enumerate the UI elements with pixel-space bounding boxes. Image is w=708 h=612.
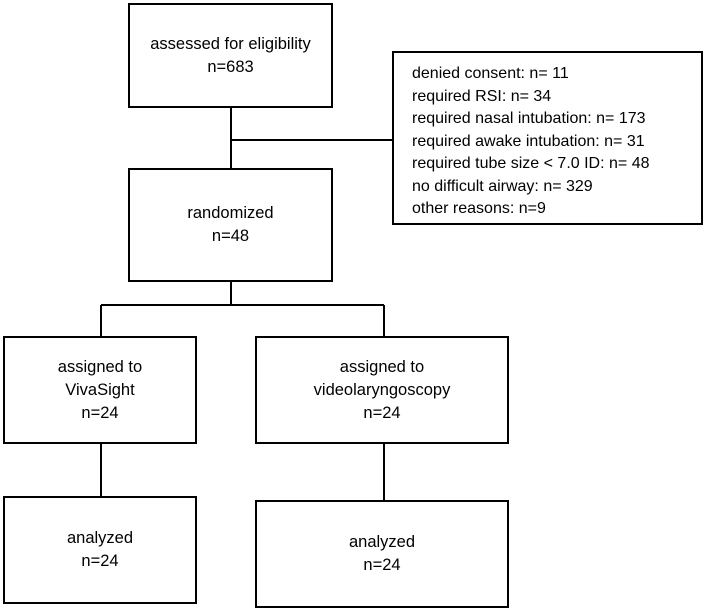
- exclusion-box: denied consent: n= 11 required RSI: n= 3…: [392, 51, 703, 225]
- exclusion-item: required tube size < 7.0 ID: n= 48: [412, 155, 650, 172]
- analyzed-count: n=24: [81, 552, 119, 570]
- arm-name: videolaryngoscopy: [313, 380, 451, 399]
- arm-vivasight-box: assigned to VivaSight n=24: [3, 336, 197, 444]
- randomized-count: n=48: [211, 227, 250, 245]
- exclusion-item: denied consent: n= 11: [412, 65, 569, 82]
- analyzed-videolaryngoscopy-box: analyzed n=24: [255, 500, 509, 608]
- assessed-box: assessed for eligibility n=683: [128, 3, 333, 108]
- arm-count: n=24: [81, 403, 119, 422]
- exclusion-item: no difficult airway: n= 329: [412, 177, 593, 195]
- exclusion-item: other reasons: n=9: [412, 200, 546, 217]
- exclusion-item: required awake intubation: n= 31: [412, 132, 645, 150]
- assessed-count: n=683: [207, 57, 254, 76]
- arm-assigned-label: assigned to: [57, 357, 143, 376]
- analyzed-label: analyzed: [66, 529, 134, 547]
- arm-name: VivaSight: [65, 380, 135, 399]
- assessed-label: assessed for eligibility: [150, 34, 311, 53]
- randomized-box: randomized n=48: [128, 168, 333, 282]
- arm-count: n=24: [363, 403, 401, 422]
- randomized-label: randomized: [187, 204, 274, 222]
- analyzed-label: analyzed: [348, 533, 416, 551]
- exclusion-item: required RSI: n= 34: [412, 87, 552, 105]
- exclusion-item: required nasal intubation: n= 173: [412, 110, 646, 127]
- analyzed-count: n=24: [363, 556, 401, 574]
- arm-videolaryngoscopy-box: assigned to videolaryngoscopy n=24: [255, 336, 509, 444]
- arm-assigned-label: assigned to: [339, 357, 425, 376]
- analyzed-vivasight-box: analyzed n=24: [3, 496, 197, 604]
